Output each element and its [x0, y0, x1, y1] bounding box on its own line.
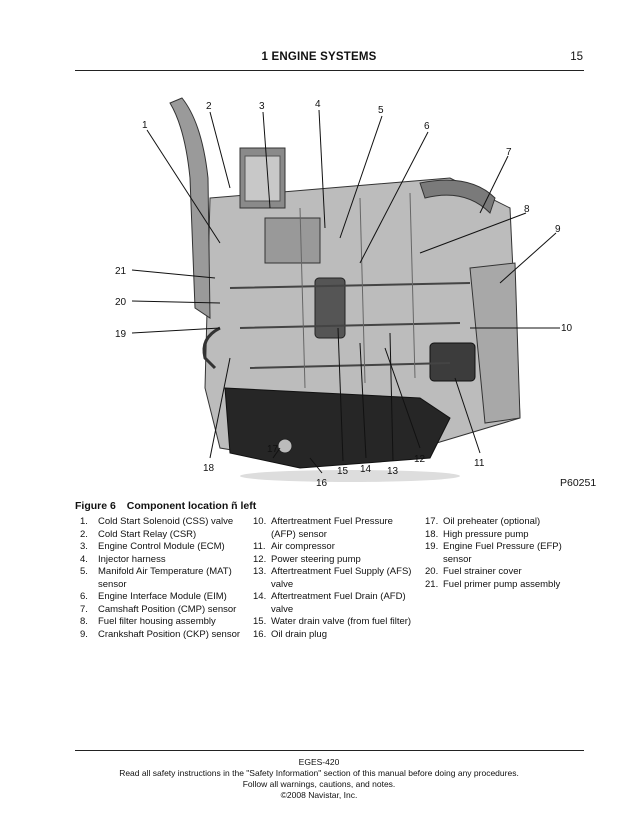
callout-5: 5 — [378, 105, 384, 116]
callout-4: 4 — [315, 99, 321, 110]
list-item: 9.Crankshaft Position (CKP) sensor — [80, 628, 241, 640]
callout-1: 1 — [142, 120, 148, 131]
callout-9: 9 — [555, 224, 561, 235]
engine-figure: 1 2 3 4 5 6 7 8 9 10 11 12 13 14 15 16 1… — [90, 88, 610, 498]
page-footer: EGES-420 Read all safety instructions in… — [0, 757, 638, 801]
header-divider — [75, 70, 584, 71]
callout-labels: 1 2 3 4 5 6 7 8 9 10 11 12 13 14 15 16 1… — [115, 99, 573, 489]
callout-10: 10 — [561, 323, 573, 334]
list-item: 11.Air compressor — [253, 541, 335, 552]
callout-15: 15 — [337, 466, 349, 477]
callout-8: 8 — [524, 204, 530, 215]
footer-divider — [75, 750, 584, 751]
page-number: 15 — [570, 51, 583, 63]
callout-12: 12 — [414, 454, 426, 465]
callout-21: 21 — [115, 266, 127, 277]
list-item: 5.Manifold Air Temperature (MAT) sensor — [80, 566, 232, 590]
legend-column-1: 1.Cold Start Solenoid (CSS) valve 2.Cold… — [80, 516, 245, 641]
callout-19: 19 — [115, 329, 127, 340]
list-item: 2.Cold Start Relay (CSR) — [80, 528, 197, 540]
leader-lines — [131, 109, 560, 474]
list-item: 3.Engine Control Module (ECM) — [80, 541, 225, 552]
list-item: 7.Camshaft Position (CMP) sensor — [80, 603, 237, 615]
callout-7: 7 — [506, 147, 512, 158]
list-item: 1.Cold Start Solenoid (CSS) valve — [80, 516, 234, 527]
list-item: 18.High pressure pump — [425, 528, 529, 540]
figure-title: Component location ñ left — [126, 500, 257, 512]
list-item: 16.Oil drain plug — [253, 628, 327, 640]
list-item: 14.Aftertreatment Fuel Drain (AFD) valve — [253, 591, 406, 615]
chapter-title: 1 ENGINE SYSTEMS — [261, 51, 377, 63]
list-item: 19.Engine Fuel Pressure (EFP) sensor — [425, 541, 562, 565]
warnings-notice: Follow all warnings, cautions, and notes… — [242, 779, 396, 789]
document-code: EGES-420 — [298, 757, 340, 767]
engine-drawing — [169, 97, 521, 482]
list-item: 15.Water drain valve (from fuel filter) — [253, 616, 412, 627]
callout-2: 2 — [206, 101, 212, 112]
copyright: ©2008 Navistar, Inc. — [280, 790, 358, 800]
figure-number: Figure 6 — [75, 500, 116, 512]
list-item: 17.Oil preheater (optional) — [425, 516, 541, 527]
list-item: 12.Power steering pump — [253, 553, 361, 565]
list-item: 6.Engine Interface Module (EIM) — [80, 591, 227, 602]
list-item: 10.Aftertreatment Fuel Pressure (AFP) se… — [253, 516, 393, 540]
list-item: 21.Fuel primer pump assembly — [425, 578, 561, 590]
figure-caption: Figure 6 Component location ñ left — [75, 500, 256, 512]
callout-20: 20 — [115, 297, 127, 308]
list-item: 13.Aftertreatment Fuel Supply (AFS) valv… — [253, 566, 412, 590]
list-item: 4.Injector harness — [80, 553, 166, 565]
callout-16: 16 — [316, 478, 328, 489]
list-item: 8.Fuel filter housing assembly — [80, 616, 216, 627]
callout-14: 14 — [360, 464, 372, 475]
safety-notice: Read all safety instructions in the "Saf… — [119, 768, 519, 778]
legend-column-2: 10.Aftertreatment Fuel Pressure (AFP) se… — [253, 516, 418, 641]
callout-18: 18 — [203, 463, 215, 474]
engine-illustration: 1 2 3 4 5 6 7 8 9 10 11 12 13 14 15 16 1… — [115, 97, 596, 489]
list-item: 20.Fuel strainer cover — [425, 566, 522, 577]
callout-13: 13 — [387, 466, 399, 477]
callout-17: 17 — [267, 444, 279, 455]
figure-code: P60251 — [560, 477, 596, 489]
legend-column-3: 17.Oil preheater (optional) 18.High pres… — [425, 516, 585, 591]
callout-6: 6 — [424, 121, 430, 132]
callout-3: 3 — [259, 101, 265, 112]
callout-11: 11 — [474, 458, 485, 469]
